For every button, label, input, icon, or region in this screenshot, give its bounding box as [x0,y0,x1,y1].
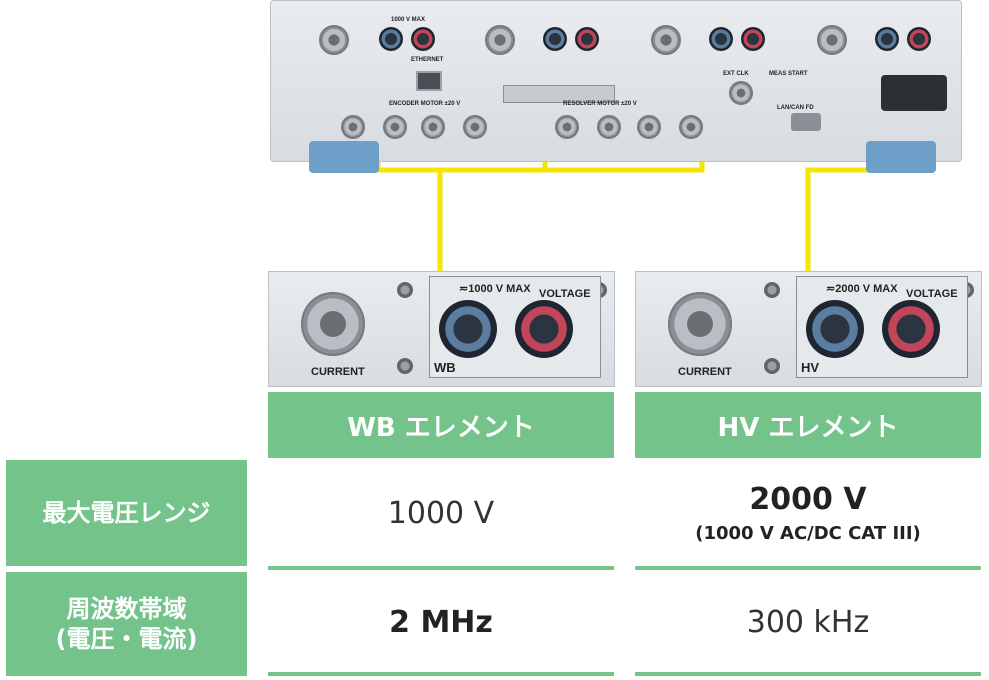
hv-element-closeup: ≂2000 V MAX VOLTAGE CURRENT HV [635,271,982,387]
bnc-connector-1 [341,115,365,139]
label-ethernet: ETHERNET [411,57,444,63]
element-type-label: WB [434,360,456,375]
voltage-jack-red-1 [411,27,435,51]
bnc-connector-2 [383,115,407,139]
hv-bandwidth-value: 300 kHz [746,604,870,640]
wb-bandwidth-value: 2 MHz [389,604,493,640]
voltage-jack-red-2 [575,27,599,51]
row-header-max-voltage: 最大電圧レンジ [6,460,247,566]
row-divider [635,672,981,676]
bnc-connector-ext-clk [729,81,753,105]
serial-port [791,113,821,131]
voltage-jack-red [882,300,940,358]
bnc-connector-3 [421,115,445,139]
bnc-connector-5 [555,115,579,139]
label-encoder-motor: ENCODER MOTOR ±20 V [389,101,461,107]
hv-max-voltage-value: 2000 V [749,482,867,517]
wb-max-voltage-value: 1000 V [387,495,495,531]
bnc-connector-6 [597,115,621,139]
voltage-jack-blue [806,300,864,358]
current-connector-2 [485,25,515,55]
voltage-rating-label: ≂2000 V MAX [826,283,898,295]
voltage-jack-blue [439,300,497,358]
row-divider [268,672,614,676]
screw-icon [397,358,413,374]
current-label: CURRENT [678,366,732,378]
current-connector [668,292,732,356]
row-divider [635,566,981,570]
label-ext-clk: EXT CLK [723,71,749,77]
column-header-wb: WB エレメント [268,392,614,458]
label-voltage-rating: 1000 V MAX [391,17,426,23]
current-label: CURRENT [311,366,365,378]
voltage-jack-red-3 [741,27,765,51]
voltage-jack-blue-2 [543,27,567,51]
label-resolver-motor: RESOLVER MOTOR ±20 V [563,101,637,107]
bnc-connector-4 [463,115,487,139]
row-divider [268,566,614,570]
cell-wb-max-voltage: 1000 V [268,460,614,566]
cell-hv-bandwidth: 300 kHz [635,572,981,672]
voltage-jack-red [515,300,573,358]
cell-hv-max-voltage: 2000 V (1000 V AC/DC CAT III) [635,460,981,566]
current-connector-1 [319,25,349,55]
row-header-bandwidth: 周波数帯域 (電圧・電流) [6,572,247,676]
label-meas-start: MEAS START [769,71,808,77]
ethernet-port [416,71,442,91]
voltage-jack-blue-3 [709,27,733,51]
wb-element-closeup: ≂1000 V MAX VOLTAGE CURRENT WB [268,271,615,387]
element-type-label: HV [801,360,820,375]
voltage-rating-label: ≂1000 V MAX [459,283,531,295]
voltage-label: VOLTAGE [539,288,591,300]
instrument-rear-panel: ETHERNET ENCODER MOTOR ±20 V RESOLVER MO… [270,0,962,173]
voltage-jack-red-4 [907,27,931,51]
hv-max-voltage-note: (1000 V AC/DC CAT III) [695,523,921,544]
row-header-bandwidth-line1: 周波数帯域 [66,595,187,623]
instrument-foot-left [309,141,379,173]
bnc-connector-8 [679,115,703,139]
screw-icon [764,282,780,298]
power-inlet [881,75,947,111]
screw-icon [397,282,413,298]
voltage-jack-blue-4 [875,27,899,51]
instrument-foot-right [866,141,936,173]
column-header-hv: HV エレメント [635,392,981,458]
current-connector [301,292,365,356]
voltage-jack-blue-1 [379,27,403,51]
screw-icon [764,358,780,374]
row-header-bandwidth-line2: (電圧・電流) [55,625,198,653]
current-connector-4 [817,25,847,55]
current-connector-3 [651,25,681,55]
optical-ports [503,85,615,103]
bnc-connector-7 [637,115,661,139]
voltage-label: VOLTAGE [906,288,958,300]
label-lan-can-fd: LAN/CAN FD [777,105,814,111]
cell-wb-bandwidth: 2 MHz [268,572,614,672]
